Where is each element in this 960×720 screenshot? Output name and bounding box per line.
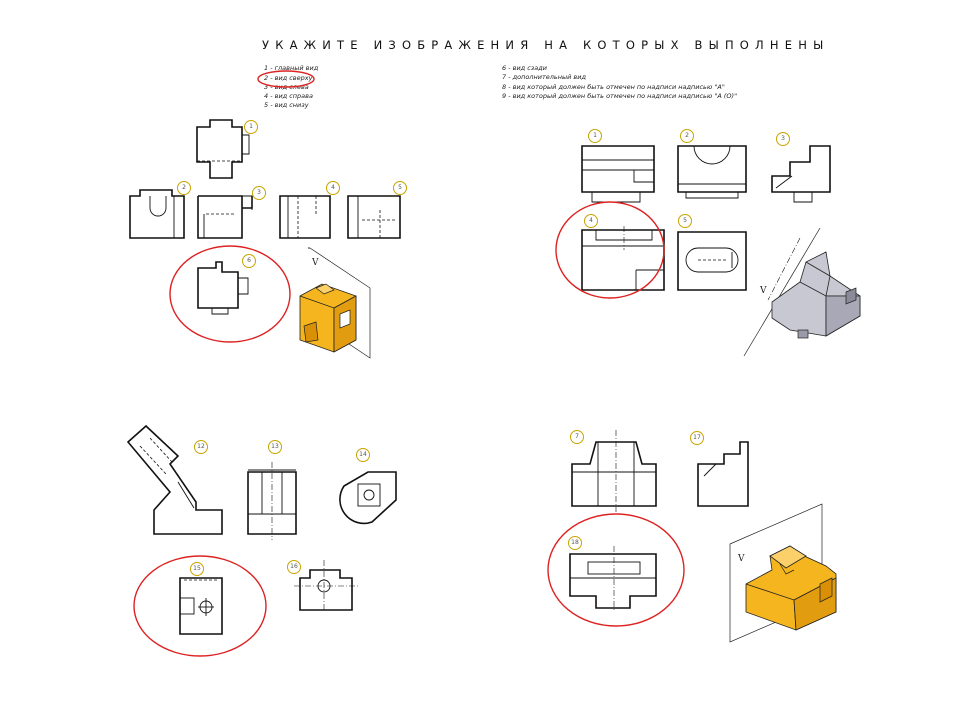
badge-q2-5: 5 xyxy=(678,214,692,228)
view-direction-q2: V xyxy=(760,286,767,296)
badge-q2-1: 1 xyxy=(588,129,602,143)
badge-q4-18: 18 xyxy=(568,536,582,550)
option-8: 8 - вид который должен быть отмечен по н… xyxy=(502,83,725,91)
q3-view-16 xyxy=(294,560,358,612)
view-direction-q4: V xyxy=(738,554,745,564)
q2-answer-ring xyxy=(555,201,665,299)
q4-3d-model xyxy=(745,545,837,631)
q3-view-14 xyxy=(339,471,397,525)
badge-q1-4: 4 xyxy=(326,181,340,195)
badge-q1-1: 1 xyxy=(244,120,258,134)
q3-view-13 xyxy=(247,462,297,540)
q4-view-17 xyxy=(697,441,749,507)
badge-q3-12: 12 xyxy=(194,440,208,454)
option-6: 6 - вид сзади xyxy=(502,64,547,72)
badge-q3-16: 16 xyxy=(287,560,301,574)
q3-view-15 xyxy=(179,577,223,635)
q1-view-4 xyxy=(279,195,331,239)
q2-3d-model xyxy=(771,251,861,339)
badge-q1-6: 6 xyxy=(242,254,256,268)
q3-answer-ring xyxy=(133,555,267,657)
q2-view-1 xyxy=(581,145,655,203)
option-5: 5 - вид снизу xyxy=(264,101,309,109)
option-4: 4 - вид справа xyxy=(264,92,313,100)
option-1: 1 - главный вид xyxy=(264,64,319,72)
badge-q2-4: 4 xyxy=(584,214,598,228)
page-title: УКАЖИТЕ ИЗОБРАЖЕНИЯ НА КОТОРЫХ ВЫПОЛНЕНЫ xyxy=(262,38,830,52)
q2-view-3 xyxy=(771,145,831,203)
badge-q4-17: 17 xyxy=(690,431,704,445)
option-2-highlight xyxy=(257,70,315,88)
q1-view-3 xyxy=(197,195,253,239)
q3-view-12 xyxy=(126,424,223,535)
option-2: 2 - вид сверху xyxy=(264,74,313,82)
option-9: 9 - вид который должен быть отмечен по н… xyxy=(502,92,738,100)
badge-q1-5: 5 xyxy=(393,181,407,195)
q1-view-2 xyxy=(129,189,185,239)
q4-answer-ring xyxy=(547,513,685,627)
badge-q1-3: 3 xyxy=(252,186,266,200)
q2-projection-plane xyxy=(743,227,821,357)
q1-view-1 xyxy=(196,119,250,179)
badge-q2-2: 2 xyxy=(680,129,694,143)
q1-view-5 xyxy=(347,195,401,239)
badge-q1-2: 2 xyxy=(177,181,191,195)
q1-view-6 xyxy=(197,261,249,315)
q2-view-5 xyxy=(677,231,747,291)
option-7: 7 - дополнительный вид xyxy=(502,73,586,81)
q4-view-7 xyxy=(571,430,657,512)
badge-q3-13: 13 xyxy=(268,440,282,454)
q2-view-2 xyxy=(677,145,747,199)
badge-q2-3: 3 xyxy=(776,132,790,146)
q1-answer-ring xyxy=(169,245,291,343)
badge-q3-15: 15 xyxy=(190,562,204,576)
badge-q4-7: 7 xyxy=(570,430,584,444)
badge-q3-14: 14 xyxy=(356,448,370,462)
view-direction-q1: V xyxy=(312,258,319,268)
q4-view-18 xyxy=(569,546,657,612)
q1-3d-model xyxy=(299,283,357,353)
